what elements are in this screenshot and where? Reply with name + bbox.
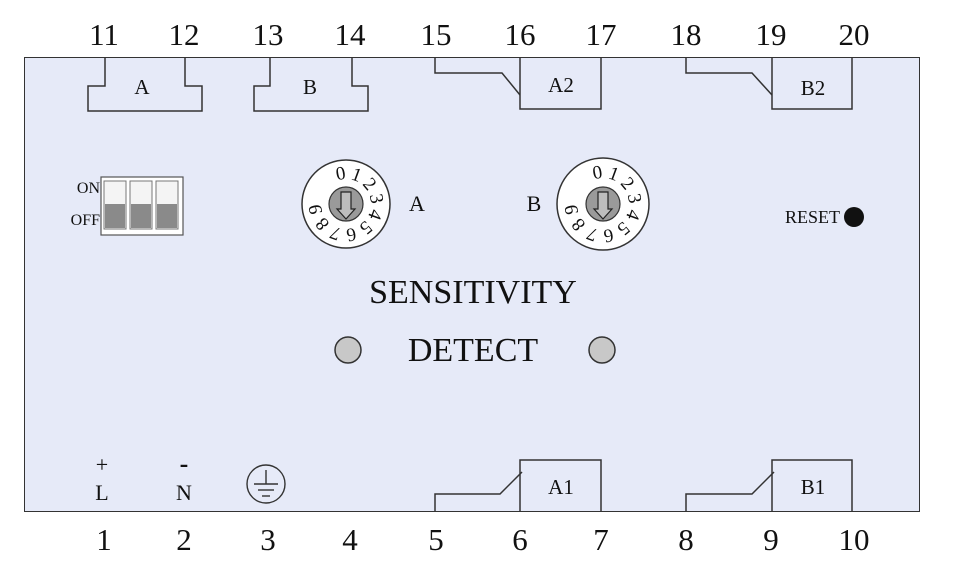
terminal-15-label: 15 [420,17,452,52]
reset-button [844,207,864,227]
terminal-13-label: 13 [252,17,284,52]
dip-off-label: OFF [70,212,100,229]
dial-a-digit-9: 9 [305,203,327,216]
relay-a-label: A [134,75,150,99]
terminal-7-label: 7 [593,522,609,557]
dial-a-digit-3: 3 [365,192,387,205]
relay-b2-contact [685,57,773,96]
relay-a2-box [519,57,602,110]
l-label: L [95,480,109,505]
dial-b-digit-0: 0 [591,162,604,184]
terminal-19-label: 19 [755,17,787,52]
relay-b1-box [771,459,853,512]
terminal-3-label: 3 [260,522,276,557]
terminal-9-label: 9 [763,522,779,557]
dial-b-digit-6: 6 [602,224,615,246]
relay-b1-label: B1 [800,475,826,499]
reset-label: RESET [784,207,840,227]
terminal-10-label: 10 [838,522,870,557]
relay-a1-box [519,459,602,512]
terminal-12-label: 12 [168,17,200,52]
terminal-18-label: 18 [670,17,702,52]
terminal-8-label: 8 [678,522,694,557]
terminal-14-label: 14 [334,17,366,52]
device-panel [24,57,920,512]
dial-a-digit-0: 0 [334,163,347,185]
minus-label: - [179,449,189,478]
terminal-5-label: 5 [428,522,444,557]
dial-a-label: A [409,191,425,216]
sensitivity-label: SENSITIVITY [369,274,577,311]
terminal-16-label: 16 [504,17,536,52]
dip-switch [100,176,184,236]
led-b [588,336,616,364]
detect-label: DETECT [407,332,539,369]
dip-on-label: ON [76,180,100,197]
relay-b2-box [771,57,853,110]
relay-b2-label: B2 [800,76,826,100]
led-a [334,336,362,364]
plus-label: + [95,452,109,477]
dial-b-digit-9: 9 [561,203,583,216]
terminal-6-label: 6 [512,522,528,557]
n-label: N [176,480,192,505]
relay-a-outline [87,57,203,112]
terminal-1-label: 1 [96,522,112,557]
relay-b-outline [253,57,369,112]
terminal-11-label: 11 [89,17,119,52]
dial-b-label: B [526,191,542,216]
terminal-2-label: 2 [176,522,192,557]
earth-ground-icon [246,464,286,504]
dial-a-digit-6: 6 [345,223,358,245]
dial-b [556,157,650,251]
relay-a2-contact [434,57,521,96]
relay-a2-label: A2 [548,73,574,97]
dial-b-digit-3: 3 [623,192,645,205]
relay-b1-contact [685,471,775,512]
relay-a1-label: A1 [548,475,574,499]
relay-a1-contact [434,471,523,512]
relay-b-label: B [302,75,317,99]
terminal-17-label: 17 [585,17,617,52]
dial-a [301,159,391,249]
terminal-20-label: 20 [838,17,870,52]
terminal-4-label: 4 [342,522,358,557]
